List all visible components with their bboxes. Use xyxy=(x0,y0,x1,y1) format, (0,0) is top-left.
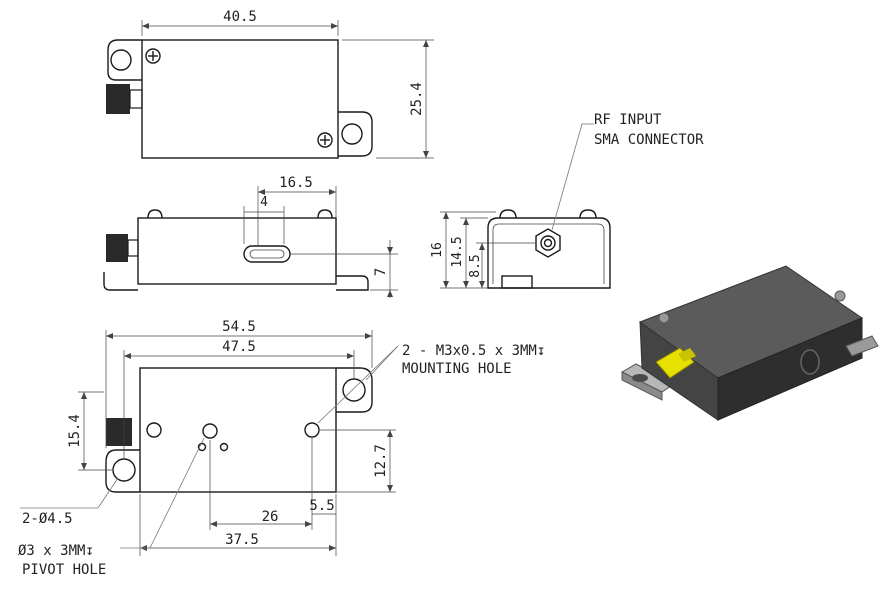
dim-bottom-hole-span: 47.5 xyxy=(222,339,256,355)
dim-side-slot-width: 4 xyxy=(260,195,268,210)
dim-end-inner-height: 14.5 xyxy=(450,236,465,267)
side-view-slot xyxy=(243,245,291,263)
threaded-hole xyxy=(304,422,320,438)
side-view-right-flange xyxy=(336,275,369,291)
dim-end-connector-height: 8.5 xyxy=(468,254,483,277)
threaded-hole xyxy=(146,422,162,438)
dim-bottom-pivot-offset: 26 xyxy=(262,509,279,525)
sma-connector-icon xyxy=(106,234,128,262)
top-view: 40.5 25.4 xyxy=(106,9,434,159)
hex-nut-icon xyxy=(535,228,561,258)
dim-side-slot-height: 7 xyxy=(373,268,389,276)
sma-connector-yellow-icon xyxy=(655,347,696,379)
mounting-hole-callout-line2: MOUNTING HOLE xyxy=(402,361,512,377)
dim-bottom-pivot-span: 37.5 xyxy=(225,532,259,548)
bottom-view-right-tab xyxy=(336,367,373,413)
side-view-left-flange xyxy=(103,272,138,291)
pivot-hole xyxy=(202,423,218,439)
top-view-body xyxy=(141,39,339,159)
end-view-flange xyxy=(501,275,533,289)
dim-bottom-small-offset: 5.5 xyxy=(309,498,334,514)
pivot-hole-callout-line2: PIVOT HOLE xyxy=(22,562,106,578)
bottom-view-body xyxy=(139,367,337,493)
top-view-left-tab xyxy=(107,39,142,81)
sma-connector-icon xyxy=(106,418,132,446)
mounting-hole-right xyxy=(342,378,366,402)
dim-bottom-left-height: 15.4 xyxy=(67,414,83,448)
pivot-hole-callout-line1: Ø3 x 3MM↧ xyxy=(18,543,94,559)
dim-top-width: 40.5 xyxy=(223,9,257,25)
top-view-right-tab xyxy=(338,111,373,157)
bottom-view-left-tab xyxy=(105,449,140,493)
side-view: 16.5 4 7 xyxy=(103,175,398,298)
bottom-view: 54.5 47.5 15.4 12.7 26 5.5 37.5 xyxy=(18,319,545,578)
end-view: RF INPUT SMA CONNECTOR 16 14.5 8.5 xyxy=(430,112,704,289)
hole-dia-callout: 2-Ø4.5 xyxy=(22,511,73,527)
side-view-body xyxy=(137,217,337,285)
rf-input-callout-line2: SMA CONNECTOR xyxy=(594,132,704,148)
mounting-hole-callout-line1: 2 - M3x0.5 x 3MM↧ xyxy=(402,343,545,359)
mounting-hole-left xyxy=(112,458,136,482)
rf-input-callout-line1: RF INPUT xyxy=(594,112,662,128)
end-view-body xyxy=(487,217,611,289)
screw-icon xyxy=(145,48,161,64)
dim-end-height: 16 xyxy=(430,242,445,258)
dim-bottom-overall-width: 54.5 xyxy=(222,319,256,335)
sma-connector-icon xyxy=(106,84,130,114)
dim-side-slot-offset: 16.5 xyxy=(279,175,313,191)
dim-bottom-right-height: 12.7 xyxy=(373,444,389,478)
isometric-render xyxy=(620,265,879,421)
top-view-right-hole xyxy=(341,123,363,145)
screw-icon xyxy=(317,132,333,148)
top-view-left-hole xyxy=(110,49,132,71)
dim-top-height: 25.4 xyxy=(409,82,425,116)
